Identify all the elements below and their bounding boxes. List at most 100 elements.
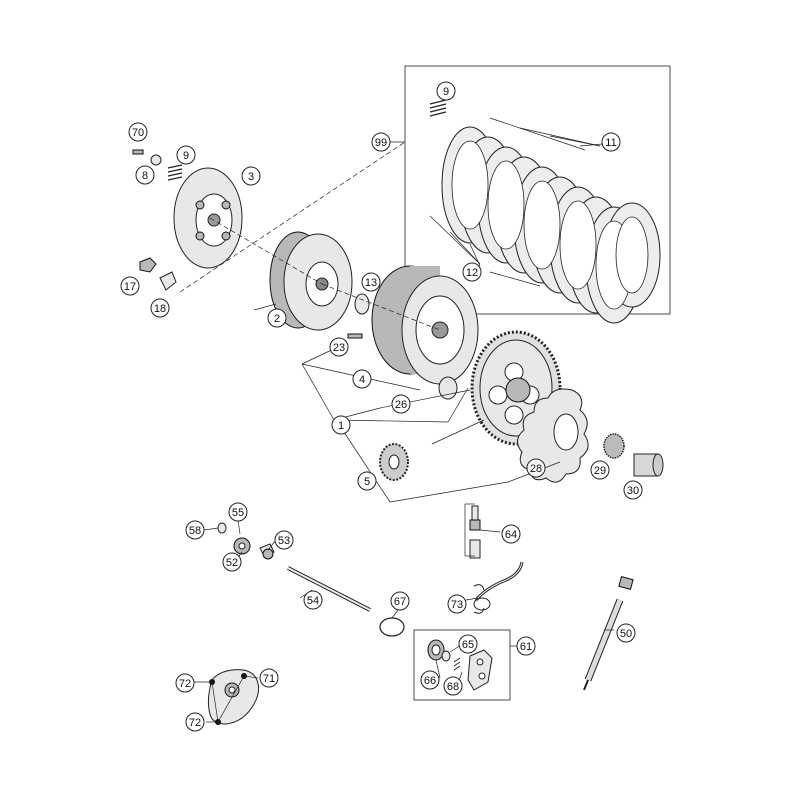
callout-72: 72	[185, 712, 205, 732]
callout-circle	[616, 623, 636, 643]
callout-circle	[623, 480, 643, 500]
callout-number: 12	[466, 267, 478, 279]
callout-number: 9	[183, 150, 189, 162]
callout-17: 17	[120, 276, 140, 296]
slave-cylinder-frame	[413, 629, 511, 701]
slave-cylinder	[427, 639, 493, 691]
callout-circle	[436, 81, 456, 101]
callout-circle	[175, 673, 195, 693]
callout-number: 99	[375, 137, 387, 149]
callout-number: 17	[124, 281, 136, 293]
callout-67: 67	[390, 591, 410, 611]
pressure-plate	[173, 167, 243, 269]
callout-circle	[462, 262, 482, 282]
callout-number: 71	[263, 673, 275, 685]
thrust-washer	[354, 293, 370, 315]
callout-circle	[391, 394, 411, 414]
bushing-sleeve	[633, 453, 664, 477]
callout-4: 4	[352, 369, 372, 389]
needle-bearing-29	[603, 433, 625, 459]
callout-72: 72	[175, 673, 195, 693]
callout-70: 70	[128, 122, 148, 142]
callout-circle	[135, 165, 155, 185]
callout-11: 11	[601, 132, 621, 152]
callout-1: 1	[331, 415, 351, 435]
callout-number: 61	[520, 641, 532, 653]
callout-2: 2	[267, 308, 287, 328]
callout-number: 68	[447, 681, 459, 693]
callout-number: 8	[142, 170, 148, 182]
callout-9: 9	[436, 81, 456, 101]
callout-50: 50	[616, 623, 636, 643]
callout-number: 13	[365, 277, 377, 289]
callout-30: 30	[623, 480, 643, 500]
callout-circle	[390, 591, 410, 611]
grease-syringe	[583, 576, 634, 691]
callout-number: 50	[620, 628, 632, 640]
callout-18: 18	[150, 298, 170, 318]
clutch-plate-stack	[441, 126, 661, 324]
callout-circle	[128, 122, 148, 142]
callout-3: 3	[241, 166, 261, 186]
callout-circle	[259, 668, 279, 688]
outer-clutch-basket	[371, 265, 479, 385]
callout-number: 29	[594, 465, 606, 477]
small-parts-top-left	[132, 149, 183, 291]
pin	[347, 333, 363, 339]
callout-circle	[443, 676, 463, 696]
callout-8: 8	[135, 165, 155, 185]
callout-55: 55	[228, 502, 248, 522]
callout-99: 99	[371, 132, 391, 152]
callout-circle	[303, 590, 323, 610]
callout-number: 55	[232, 507, 244, 519]
callout-circle	[241, 166, 261, 186]
callout-circle	[185, 712, 205, 732]
callout-29: 29	[590, 460, 610, 480]
callout-number: 5	[364, 476, 370, 488]
callout-71: 71	[259, 668, 279, 688]
callout-number: 73	[451, 599, 463, 611]
callout-circle	[176, 145, 196, 165]
callout-number: 30	[627, 485, 639, 497]
callout-number: 66	[424, 675, 436, 687]
release-parts	[217, 522, 275, 560]
callout-13: 13	[361, 272, 381, 292]
callout-number: 67	[394, 596, 406, 608]
callout-circle	[352, 369, 372, 389]
callout-number: 70	[132, 127, 144, 139]
callout-circle	[267, 308, 287, 328]
callout-circle	[222, 552, 242, 572]
callout-number: 58	[189, 525, 201, 537]
callout-number: 65	[462, 639, 474, 651]
callout-circle	[228, 502, 248, 522]
callout-number: 18	[154, 303, 166, 315]
callout-circle	[329, 337, 349, 357]
callout-number: 9	[443, 86, 449, 98]
callout-circle	[501, 524, 521, 544]
callout-5: 5	[357, 471, 377, 491]
callout-number: 28	[530, 463, 542, 475]
callout-circle	[420, 670, 440, 690]
callout-68: 68	[443, 676, 463, 696]
o-ring	[379, 617, 405, 637]
callout-73: 73	[447, 594, 467, 614]
callout-circle	[331, 415, 351, 435]
callout-53: 53	[274, 530, 294, 550]
callout-66: 66	[420, 670, 440, 690]
callout-number: 3	[248, 171, 254, 183]
callout-circle	[185, 520, 205, 540]
callout-number: 54	[307, 595, 319, 607]
callout-number: 53	[278, 535, 290, 547]
callout-23: 23	[329, 337, 349, 357]
callout-circle	[150, 298, 170, 318]
callout-58: 58	[185, 520, 205, 540]
callout-circle	[526, 458, 546, 478]
push-rod	[287, 566, 371, 612]
callout-circle	[516, 636, 536, 656]
callout-9: 9	[176, 145, 196, 165]
callout-number: 52	[226, 557, 238, 569]
bleed-valve	[464, 503, 501, 559]
callout-61: 61	[516, 636, 536, 656]
